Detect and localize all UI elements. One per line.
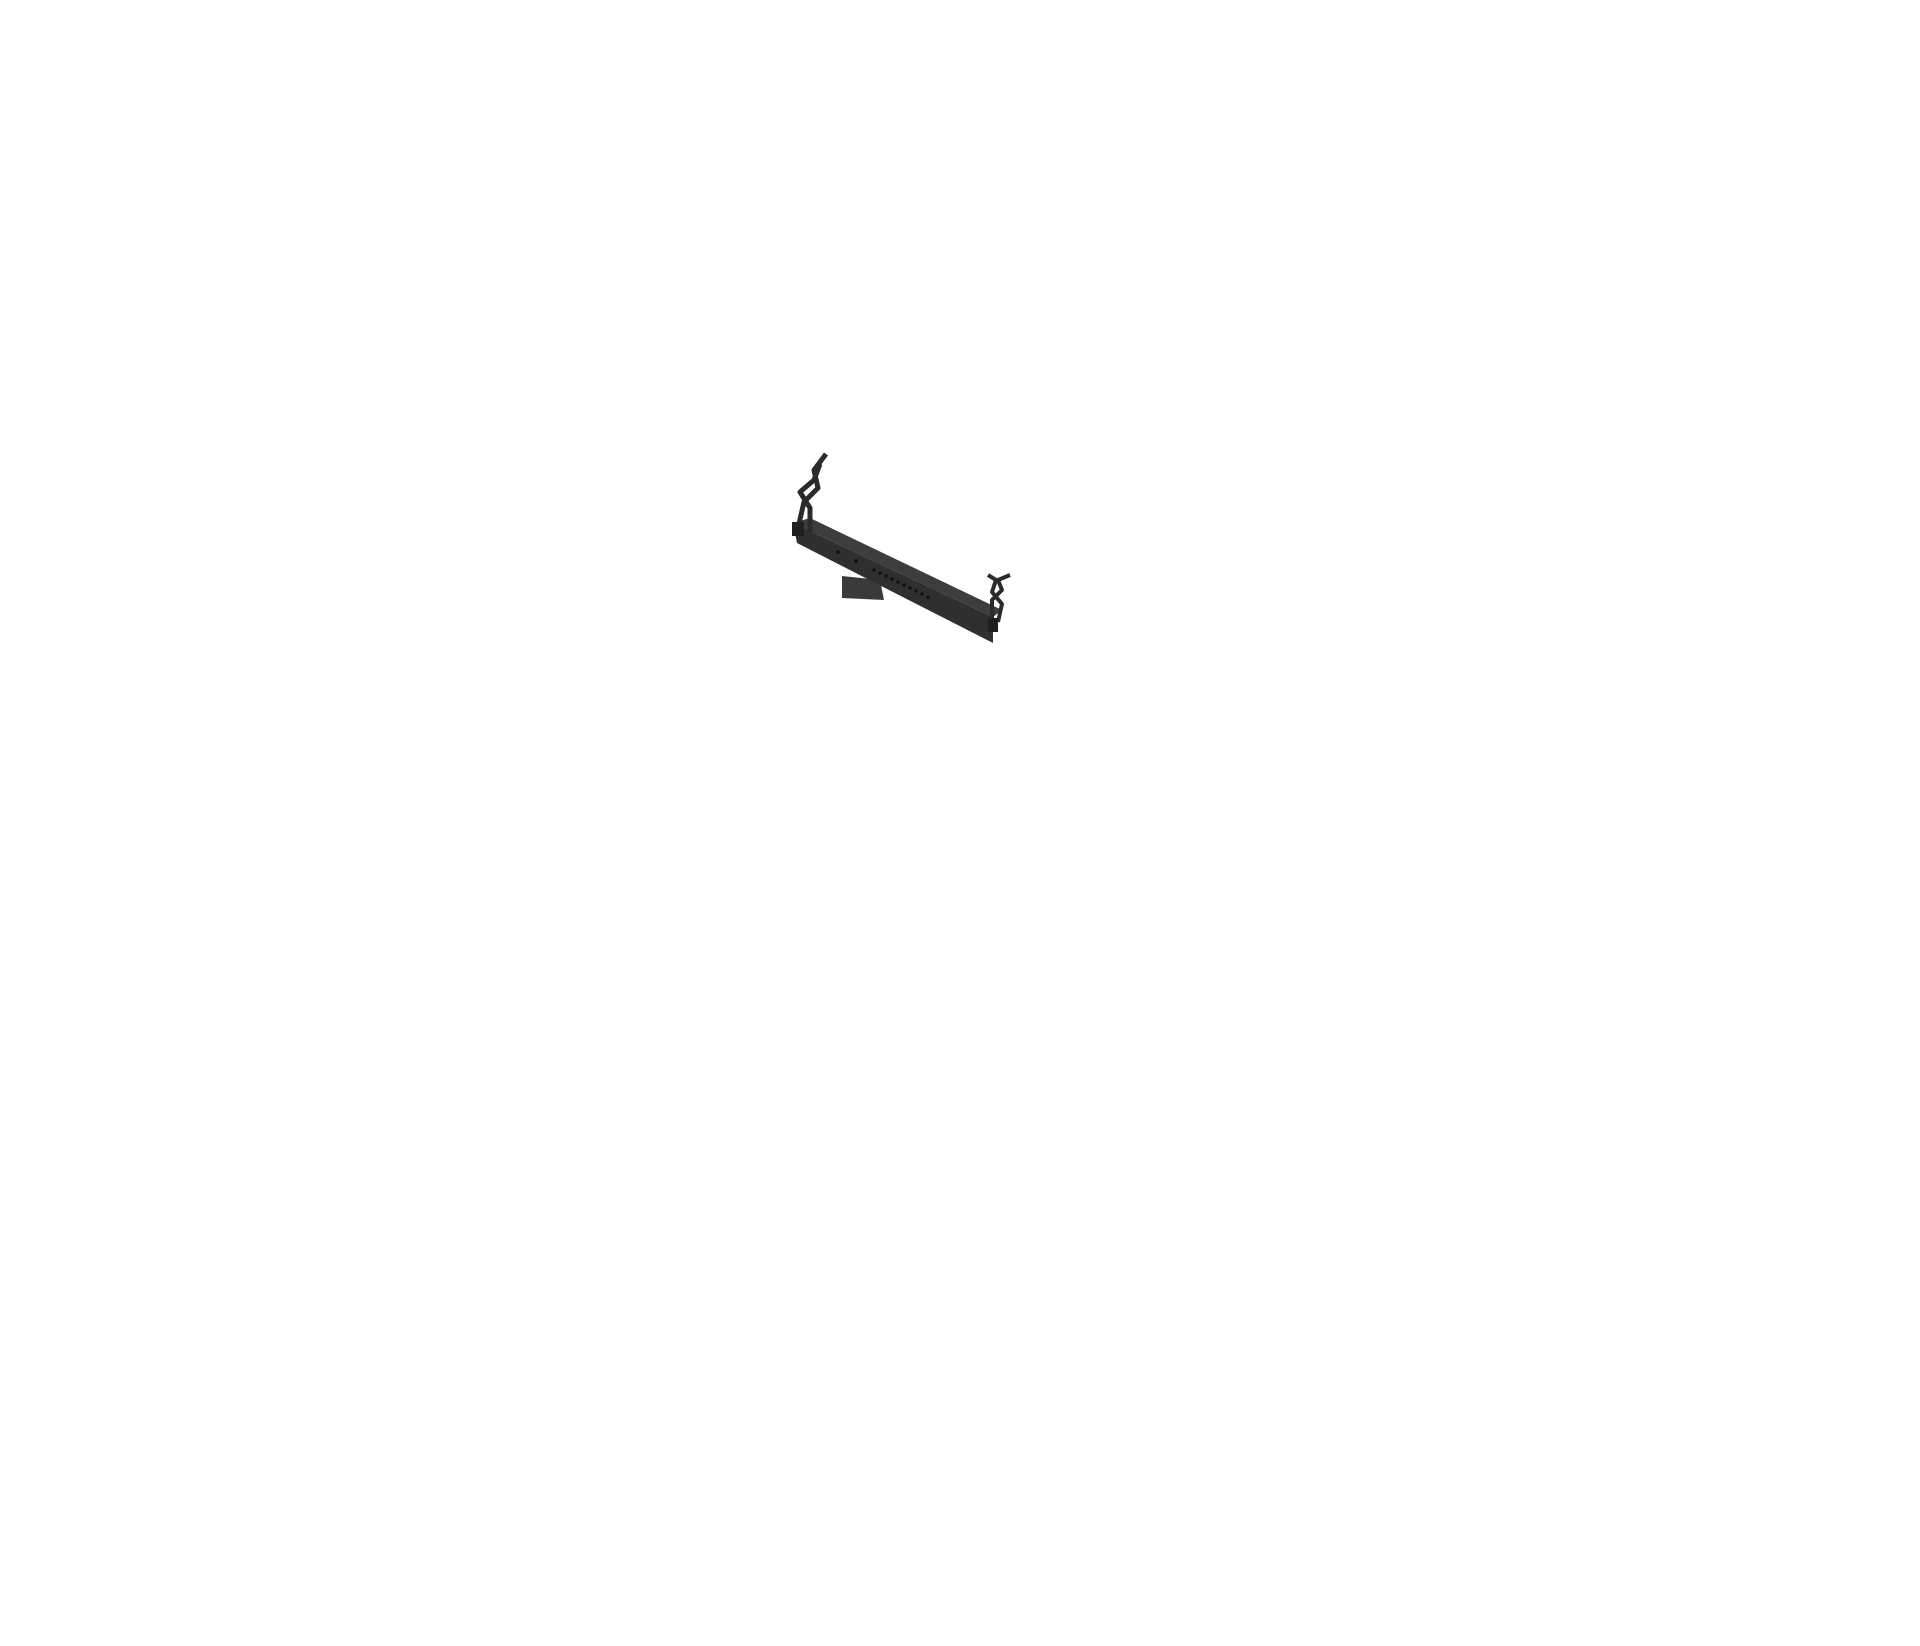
left-hooks — [795, 452, 828, 532]
bar-top-face — [793, 518, 1002, 617]
left-end-cap — [792, 522, 804, 536]
bar-holes — [836, 550, 930, 599]
mounting-bracket-icon — [792, 452, 1011, 643]
main-bar — [793, 523, 993, 643]
right-hooks — [986, 573, 1011, 623]
right-end-cap — [988, 618, 998, 632]
product-image — [780, 440, 1030, 660]
